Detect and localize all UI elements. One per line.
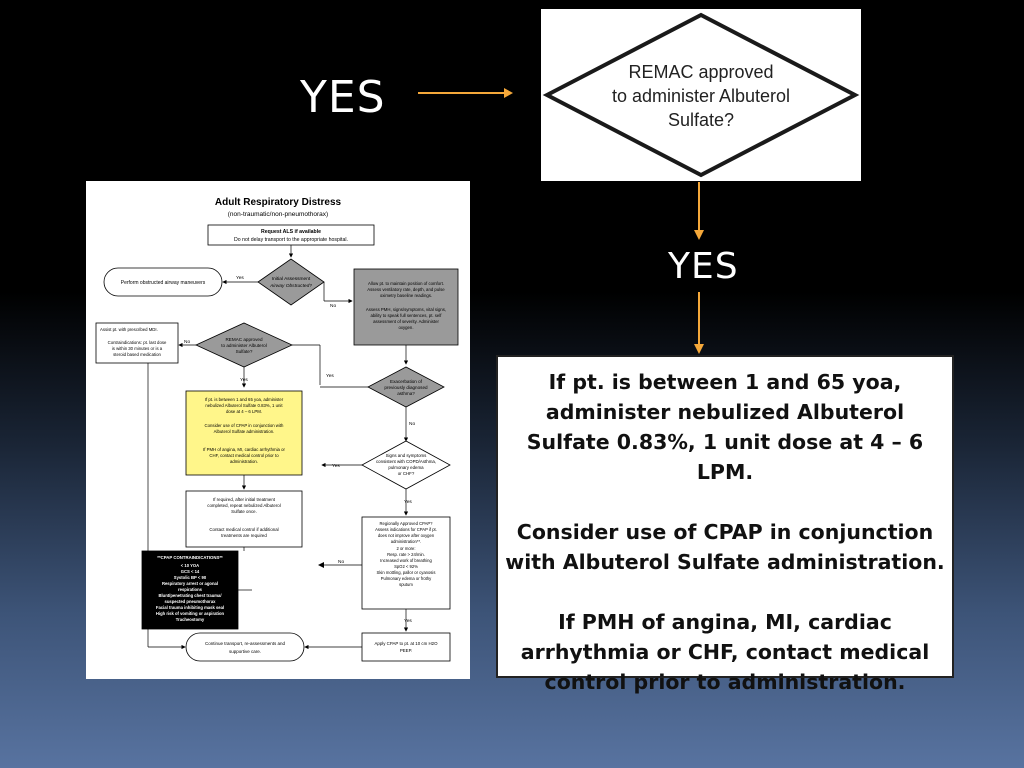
contra-line-2: GCS < 14 bbox=[181, 569, 200, 574]
obstructed-box: Perform obstructed airway maneuvers bbox=[121, 280, 206, 286]
remac-small-line-2: to administer Albuterol bbox=[221, 343, 266, 348]
yes-exacerb: Yes bbox=[326, 373, 334, 379]
exacerb-line-2: previously diagnosed bbox=[384, 385, 428, 390]
yes-label-right: YES bbox=[668, 246, 739, 287]
instruction-cpap: Consider use of CPAP in conjunction with… bbox=[505, 520, 945, 574]
signs-line-2: consistent with COPD/Asthma, bbox=[376, 459, 436, 464]
instructions-text: If pt. is between 1 and 65 yoa, administ… bbox=[498, 357, 952, 697]
arrow-down-icon bbox=[694, 182, 704, 240]
remac-small-line-3: Sulfate? bbox=[236, 349, 253, 354]
remac-line-3: Sulfate? bbox=[668, 110, 734, 130]
cpap-req-line-1: Regionally Approved CPAP? bbox=[380, 521, 434, 526]
yellow-line-8: administration. bbox=[230, 459, 258, 464]
continue-line-2: supportive care. bbox=[229, 649, 261, 654]
assess-line-7: oxygen. bbox=[398, 325, 413, 330]
repeat-line-2: completed, repeat nebulized Albuterol bbox=[207, 503, 280, 508]
contra-line-9: High risk of vomiting or aspiration bbox=[156, 611, 225, 616]
exacerb-line-3: asthma? bbox=[397, 391, 415, 396]
yes-signs: Yes bbox=[332, 463, 340, 469]
flowchart-title: Adult Respiratory Distress bbox=[215, 197, 342, 208]
cpap-req-line-11: sputum bbox=[399, 582, 413, 587]
signs-line-3: pulmonary edema bbox=[388, 465, 424, 470]
cpap-req-line-8: SpO2 < 92% bbox=[394, 564, 418, 569]
yellow-line-6: If PMH of angina, MI, cardiac arrhythmia… bbox=[203, 447, 285, 452]
cpap-req-line-7: Increased work of breathing bbox=[380, 558, 432, 563]
repeat-line-3: Sulfate once. bbox=[231, 509, 257, 514]
remac-diamond: REMAC approved to administer Albuterol S… bbox=[542, 12, 860, 178]
cpap-req-line-5: 2 or more: bbox=[396, 546, 415, 551]
continue-line-1: Continue transport, re-assessments and bbox=[205, 641, 286, 646]
cpap-req-line-10: Pulmonary edema or frothy bbox=[381, 576, 432, 581]
repeat-line-5: treatments are required bbox=[221, 533, 267, 538]
flowchart-image: Adult Respiratory Distress (non-traumati… bbox=[86, 181, 470, 679]
assess-line-1: Allow pt. to maintain position of comfor… bbox=[368, 281, 444, 286]
arrow-right-icon bbox=[418, 88, 513, 98]
instruction-medical-control: If PMH of angina, MI, cardiac arrhythmia… bbox=[520, 610, 930, 694]
remac-line-2: to administer Albuterol bbox=[612, 86, 790, 106]
cpap-req-line-2: Assess indications for CPAP if pt. bbox=[375, 527, 437, 532]
cpap-req-line-6: Resp. rate > 24/min. bbox=[387, 552, 425, 557]
contra-line-6: Blunt/penetrating chest trauma/ bbox=[158, 593, 222, 598]
assess-line-6: assessment of severity. Administer bbox=[373, 319, 439, 324]
apply-cpap-line-1: Apply CPAP to pt. at 10 cm H2O bbox=[374, 641, 438, 646]
contra-line-3: Systolic BP < 90 bbox=[174, 575, 207, 580]
assess-line-4: Assess PMH, signs/symptoms, vital signs, bbox=[366, 307, 446, 312]
yellow-line-7: CHF, contact medical control prior to bbox=[209, 453, 279, 458]
top-box-line-1: Request ALS if available bbox=[261, 229, 321, 235]
remac-line-1: REMAC approved bbox=[628, 62, 773, 82]
instruction-dosage: If pt. is between 1 and 65 yoa, administ… bbox=[526, 370, 924, 484]
yellow-line-4: Consider use of CPAP in conjunction with bbox=[205, 423, 285, 428]
no-remac: No bbox=[184, 339, 190, 345]
contra-line-7: suspected pneumothorax bbox=[165, 599, 217, 604]
signs-line-4: or CHF? bbox=[398, 471, 415, 476]
repeat-line-4: Contact medical control if additional bbox=[209, 527, 278, 532]
remac-small-line-1: REMAC approved bbox=[225, 337, 262, 342]
assist-line-3: is within 30 minutes or is a bbox=[112, 346, 163, 351]
assess-line-2: Assess ventilatory rate, depth, and puls… bbox=[367, 287, 445, 292]
contra-line-8: Facial trauma inhibiting mask seal bbox=[156, 605, 224, 610]
yes-signs-down: Yes bbox=[404, 499, 412, 505]
no-exacerb: No bbox=[409, 421, 415, 427]
cpap-req-line-4: administration**. bbox=[391, 539, 422, 544]
contra-title: **CPAP CONTRAINDICATIONS** bbox=[157, 555, 223, 560]
assess-line-5: ability to speak full sentences, pt. sel… bbox=[371, 313, 443, 318]
assist-line-1: Assist pt. with prescribed MDI. bbox=[100, 327, 158, 332]
no-airway: No bbox=[330, 303, 336, 309]
exacerb-line-1: Exacerbation of bbox=[390, 379, 423, 384]
yes-cpap: Yes bbox=[404, 618, 412, 624]
no-cpap: No bbox=[338, 559, 344, 565]
contra-line-4: Respiratory arrest or agonal bbox=[162, 581, 218, 586]
yes-airway: Yes bbox=[236, 275, 244, 281]
contra-line-1: < 10 YOA bbox=[181, 563, 199, 568]
assist-line-4: steroid based medication bbox=[113, 352, 161, 357]
arrow-down-icon bbox=[694, 292, 704, 354]
remac-decision-panel: REMAC approved to administer Albuterol S… bbox=[541, 9, 861, 181]
yellow-line-2: nebulized Albuterol Sulfate 0.83%, 1 uni… bbox=[205, 403, 283, 408]
apply-cpap-line-2: PEEP. bbox=[400, 648, 412, 653]
contra-line-10: Tracheostomy bbox=[176, 617, 205, 622]
yellow-line-3: dose at 4 – 6 LPM. bbox=[226, 409, 262, 414]
yes-label-left: YES bbox=[300, 72, 386, 123]
cpap-req-line-9: Skin mottling, pallor or cyanosis bbox=[377, 570, 436, 575]
signs-line-1: Signs and symptoms bbox=[386, 453, 428, 458]
yellow-line-5: Albuterol Sulfate administration. bbox=[214, 429, 275, 434]
assess-line-3: oximetry baseline readings. bbox=[380, 293, 432, 298]
yes-remac: Yes bbox=[240, 377, 248, 383]
cpap-req-line-3: does not improve after oxygen bbox=[378, 533, 435, 538]
top-box-line-2: Do not delay transport to the appropriat… bbox=[234, 237, 348, 243]
airway-diamond-line-1: Initial Assessment bbox=[272, 276, 311, 282]
yellow-line-1: If pt. is between 1 and 65 yoa, administ… bbox=[205, 397, 284, 402]
assist-line-2: Contraindications: pt. last dose bbox=[108, 340, 167, 345]
flowchart-subtitle: (non-traumatic/non-pneumothorax) bbox=[228, 211, 328, 218]
albuterol-instructions-panel: If pt. is between 1 and 65 yoa, administ… bbox=[496, 355, 954, 694]
repeat-line-1: If required, after initial treatment bbox=[213, 497, 276, 502]
contra-line-5: respirations bbox=[178, 587, 203, 592]
respiratory-flowchart: Adult Respiratory Distress (non-traumati… bbox=[95, 197, 459, 662]
airway-diamond-line-2: Airway Obstructed? bbox=[269, 283, 312, 289]
